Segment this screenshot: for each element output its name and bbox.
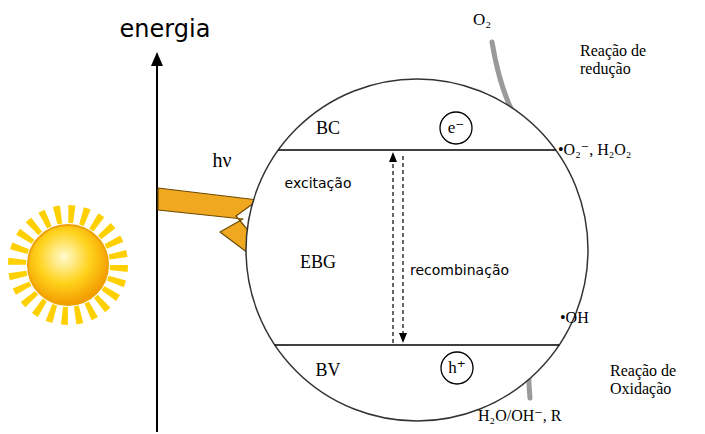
text-holder: h⁺ <box>440 351 474 385</box>
process-label: recombinação <box>410 262 509 278</box>
text-holder: Reação de Oxidação <box>610 362 702 399</box>
arrowhead <box>399 333 407 343</box>
text-holder: hν <box>212 149 231 172</box>
text-holder: recombinação <box>410 261 509 279</box>
text-holder: •O₂⁻, H₂O₂ <box>558 141 631 159</box>
reaction-note: Reação de redução <box>580 42 646 77</box>
species-label: H₂O/OH⁻, R <box>478 407 561 424</box>
text-holder: excitação <box>285 174 352 192</box>
text-holder: BV <box>315 360 340 381</box>
text-holder: •OH <box>560 309 589 327</box>
text-holder: O₂ <box>473 10 491 30</box>
sun-icon <box>17 214 119 316</box>
band-gap-label: EBG <box>300 252 336 272</box>
species-label: •O₂⁻, H₂O₂ <box>558 141 631 158</box>
axis-label: energia <box>120 15 211 43</box>
band-label: BV <box>315 360 340 380</box>
sun-disc <box>28 225 108 305</box>
carrier-outline <box>441 352 473 384</box>
photon-label: hν <box>212 149 231 171</box>
species-label: •OH <box>560 309 589 326</box>
node-outline <box>245 78 589 422</box>
charge-carrier: e⁻ <box>448 118 465 138</box>
charge-carrier: h⁺ <box>448 358 465 378</box>
text-holder: energia <box>120 16 211 44</box>
text-holder: e⁻ <box>439 111 473 145</box>
process-label: excitação <box>285 175 352 191</box>
sun-rays <box>17 214 119 316</box>
axis-arrowhead <box>151 52 163 66</box>
species-label: O₂ <box>473 10 491 29</box>
text-holder: Reação de redução <box>580 42 672 79</box>
band-edge <box>278 149 555 150</box>
band-label: BC <box>316 118 340 138</box>
text-holder: H₂O/OH⁻, R <box>478 407 561 425</box>
energy-axis <box>156 64 158 432</box>
text-holder: BC <box>316 118 340 139</box>
text-holder: EBG <box>300 252 336 273</box>
semiconductor-particle: BC excitaçãoEBG recombinaçãoBV e⁻ h⁺ <box>245 78 589 422</box>
arrowhead <box>389 152 397 162</box>
reaction-note: Reação de Oxidação <box>610 362 676 397</box>
band-edge <box>275 344 559 345</box>
carrier-circle: e⁻ <box>439 111 473 145</box>
carrier-circle: h⁺ <box>440 351 474 385</box>
carrier-outline <box>440 112 472 144</box>
recombination-arrow <box>402 156 403 335</box>
particle-outline <box>246 79 588 421</box>
excitation-arrow <box>392 160 393 343</box>
